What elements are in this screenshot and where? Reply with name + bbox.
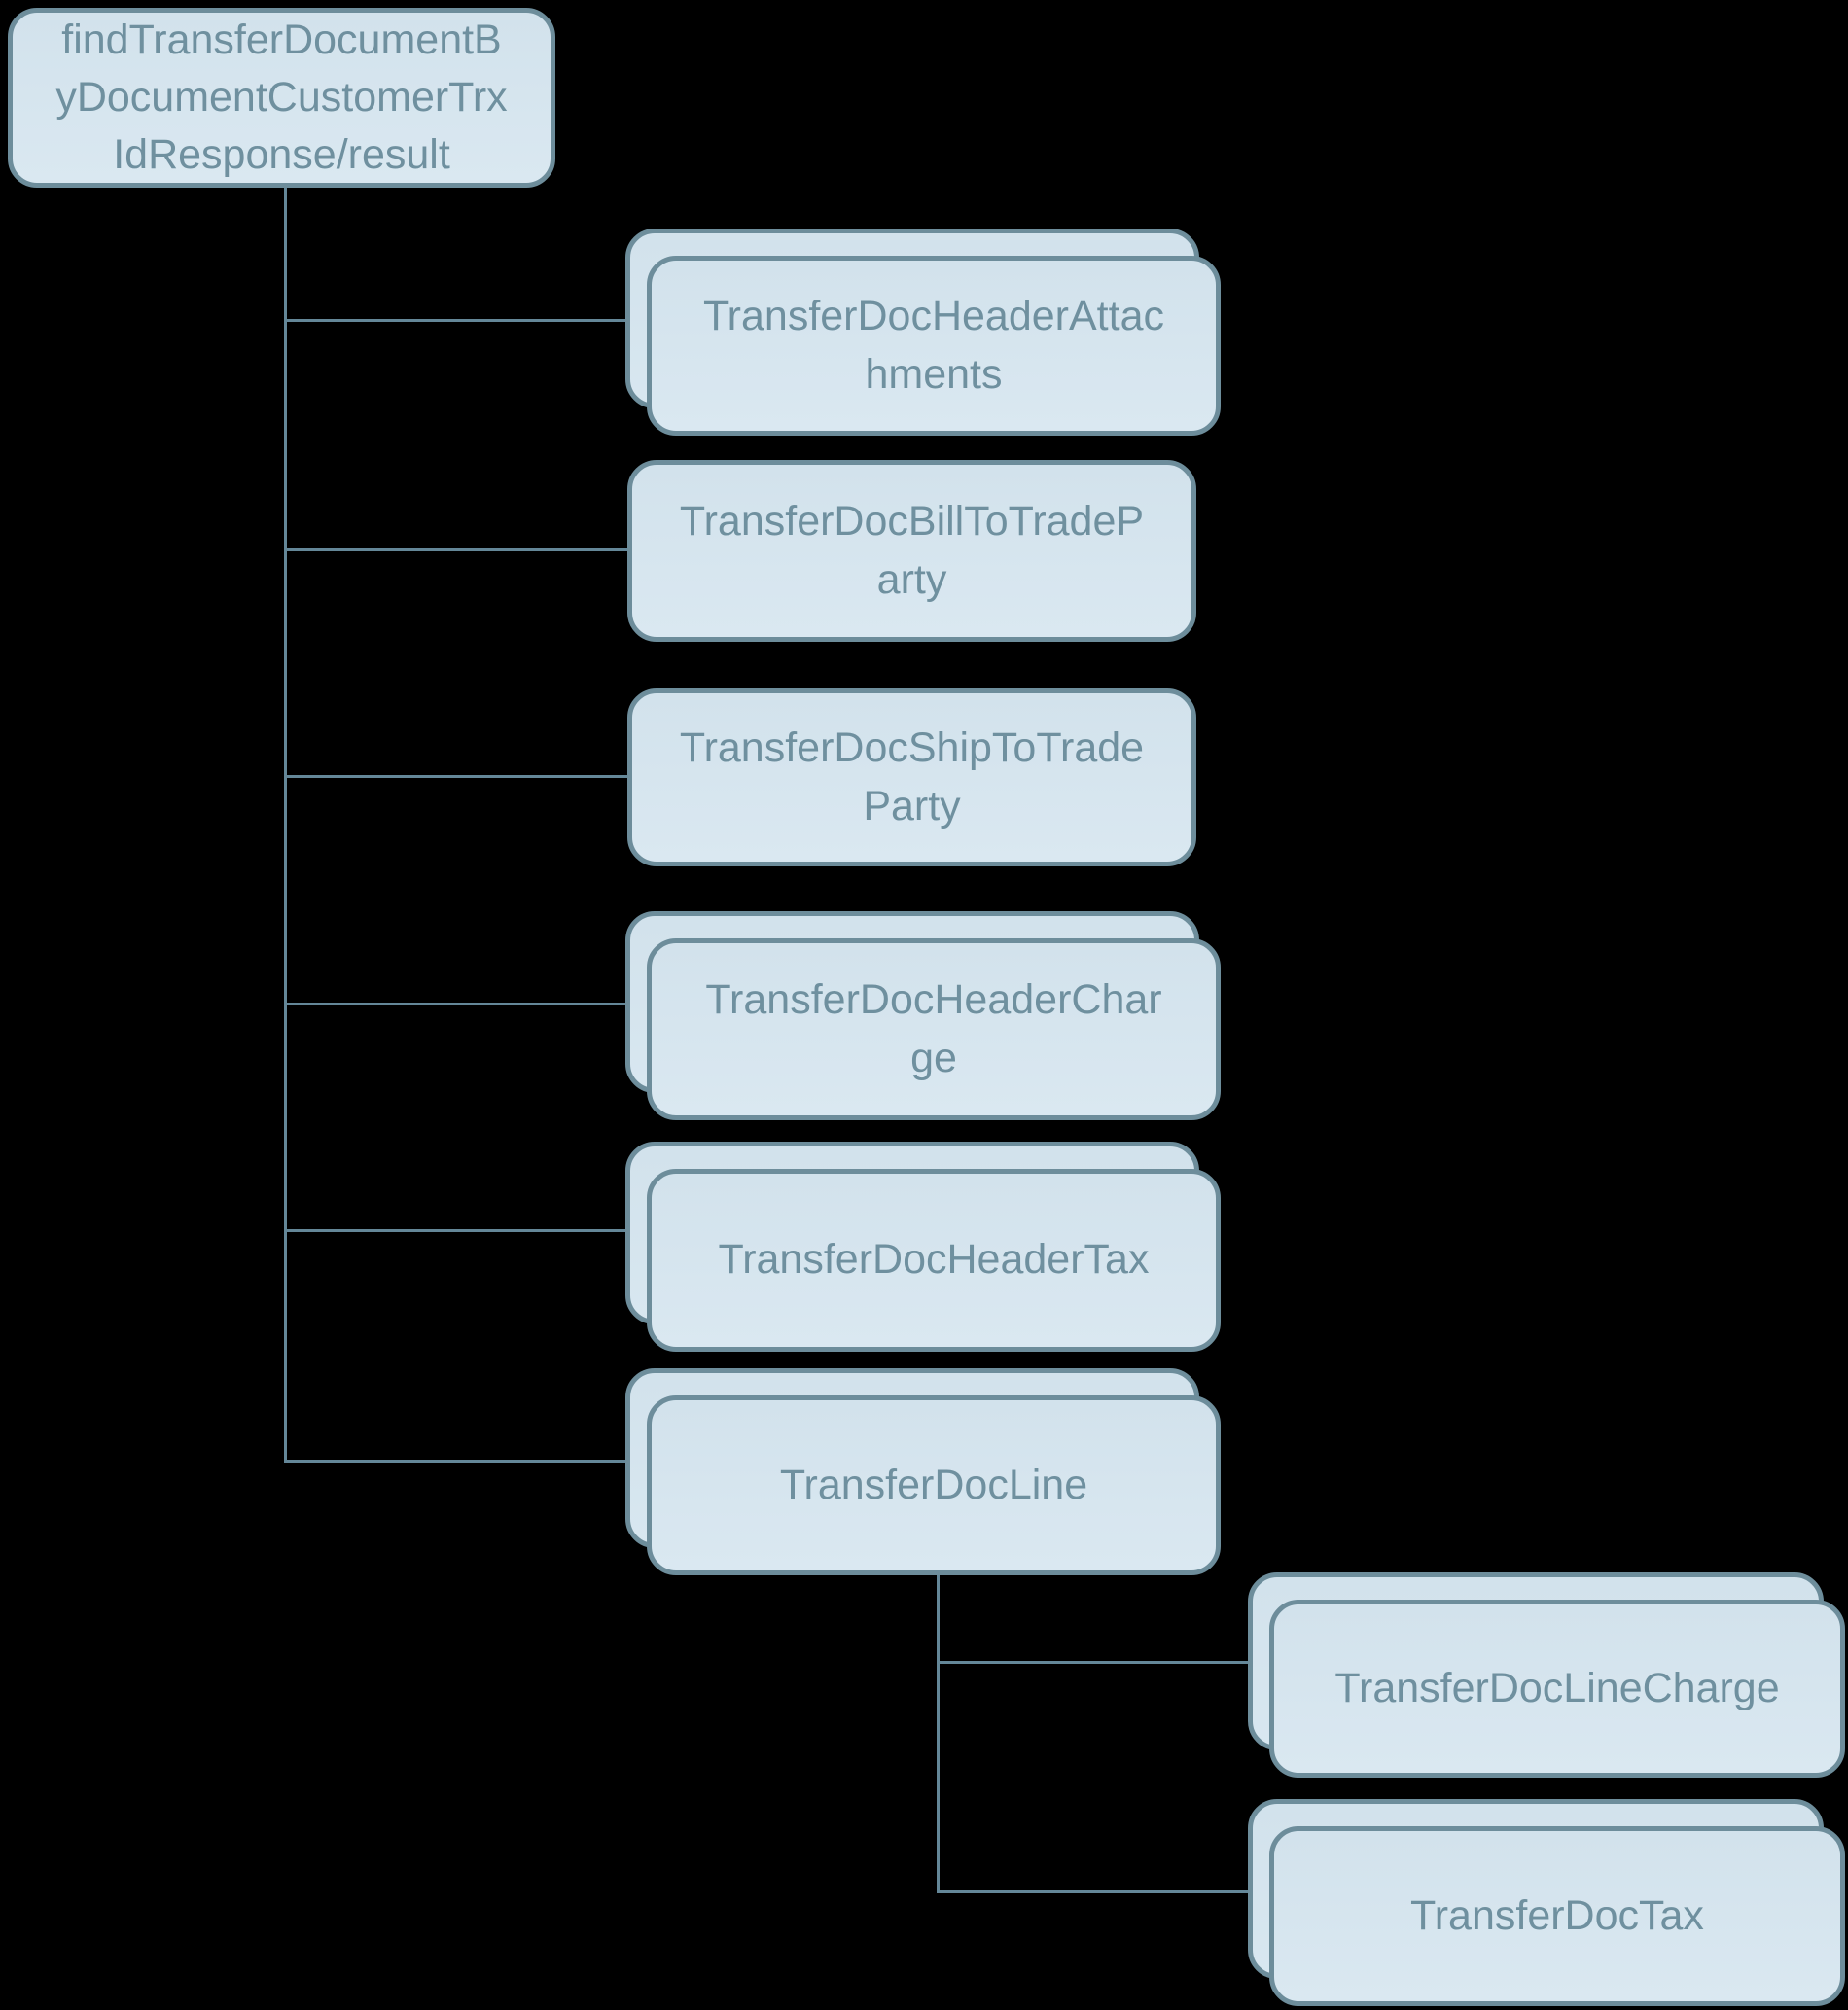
node-transfer-doc-header-charge: TransferDocHeaderCharge bbox=[625, 911, 1221, 1120]
node-box: TransferDocLineCharge bbox=[1269, 1600, 1845, 1778]
node-root: findTransferDocumentByDocumentCustomerTr… bbox=[8, 8, 555, 188]
node-label: findTransferDocumentByDocumentCustomerTr… bbox=[55, 16, 508, 179]
node-box: TransferDocTax bbox=[1269, 1826, 1845, 2006]
node-label: TransferDocTax bbox=[1410, 1891, 1704, 1939]
node-box: findTransferDocumentByDocumentCustomerTr… bbox=[8, 8, 555, 188]
node-label: TransferDocHeaderCharge bbox=[705, 976, 1162, 1081]
node-transfer-doc-header-attachments: TransferDocHeaderAttachments bbox=[625, 229, 1221, 436]
node-box: TransferDocHeaderCharge bbox=[647, 938, 1221, 1120]
node-box: TransferDocShipToTradeParty bbox=[627, 688, 1196, 866]
node-box: TransferDocLine bbox=[647, 1395, 1221, 1575]
branch-doc-line bbox=[284, 1460, 644, 1463]
branch-header-attachments bbox=[284, 319, 639, 322]
branch-doc-tax bbox=[937, 1890, 1262, 1893]
doc-line-trunk-connector bbox=[937, 1570, 940, 1893]
node-label: TransferDocHeaderTax bbox=[718, 1236, 1150, 1284]
branch-ship-to-trade-party bbox=[284, 775, 639, 778]
node-box: TransferDocBillToTradeParty bbox=[627, 460, 1196, 642]
node-label: TransferDocHeaderAttachments bbox=[703, 293, 1164, 398]
root-trunk-connector bbox=[284, 188, 287, 1463]
node-transfer-doc-bill-to-trade-party: TransferDocBillToTradeParty bbox=[627, 460, 1196, 642]
branch-line-charge bbox=[937, 1661, 1262, 1664]
node-transfer-doc-ship-to-trade-party: TransferDocShipToTradeParty bbox=[627, 688, 1196, 866]
node-box: TransferDocHeaderTax bbox=[647, 1169, 1221, 1352]
node-transfer-doc-line: TransferDocLine bbox=[625, 1368, 1221, 1575]
node-label: TransferDocLine bbox=[779, 1461, 1088, 1508]
node-transfer-doc-line-charge: TransferDocLineCharge bbox=[1248, 1572, 1845, 1778]
branch-header-charge bbox=[284, 1003, 639, 1005]
branch-bill-to-trade-party bbox=[284, 548, 639, 551]
node-label: TransferDocBillToTradeParty bbox=[679, 498, 1145, 603]
node-label: TransferDocLineCharge bbox=[1334, 1664, 1780, 1711]
node-transfer-doc-tax: TransferDocTax bbox=[1248, 1799, 1845, 2006]
branch-header-tax bbox=[284, 1229, 639, 1232]
node-label: TransferDocShipToTradeParty bbox=[679, 724, 1145, 829]
node-transfer-doc-header-tax: TransferDocHeaderTax bbox=[625, 1142, 1221, 1352]
node-box: TransferDocHeaderAttachments bbox=[647, 256, 1221, 436]
